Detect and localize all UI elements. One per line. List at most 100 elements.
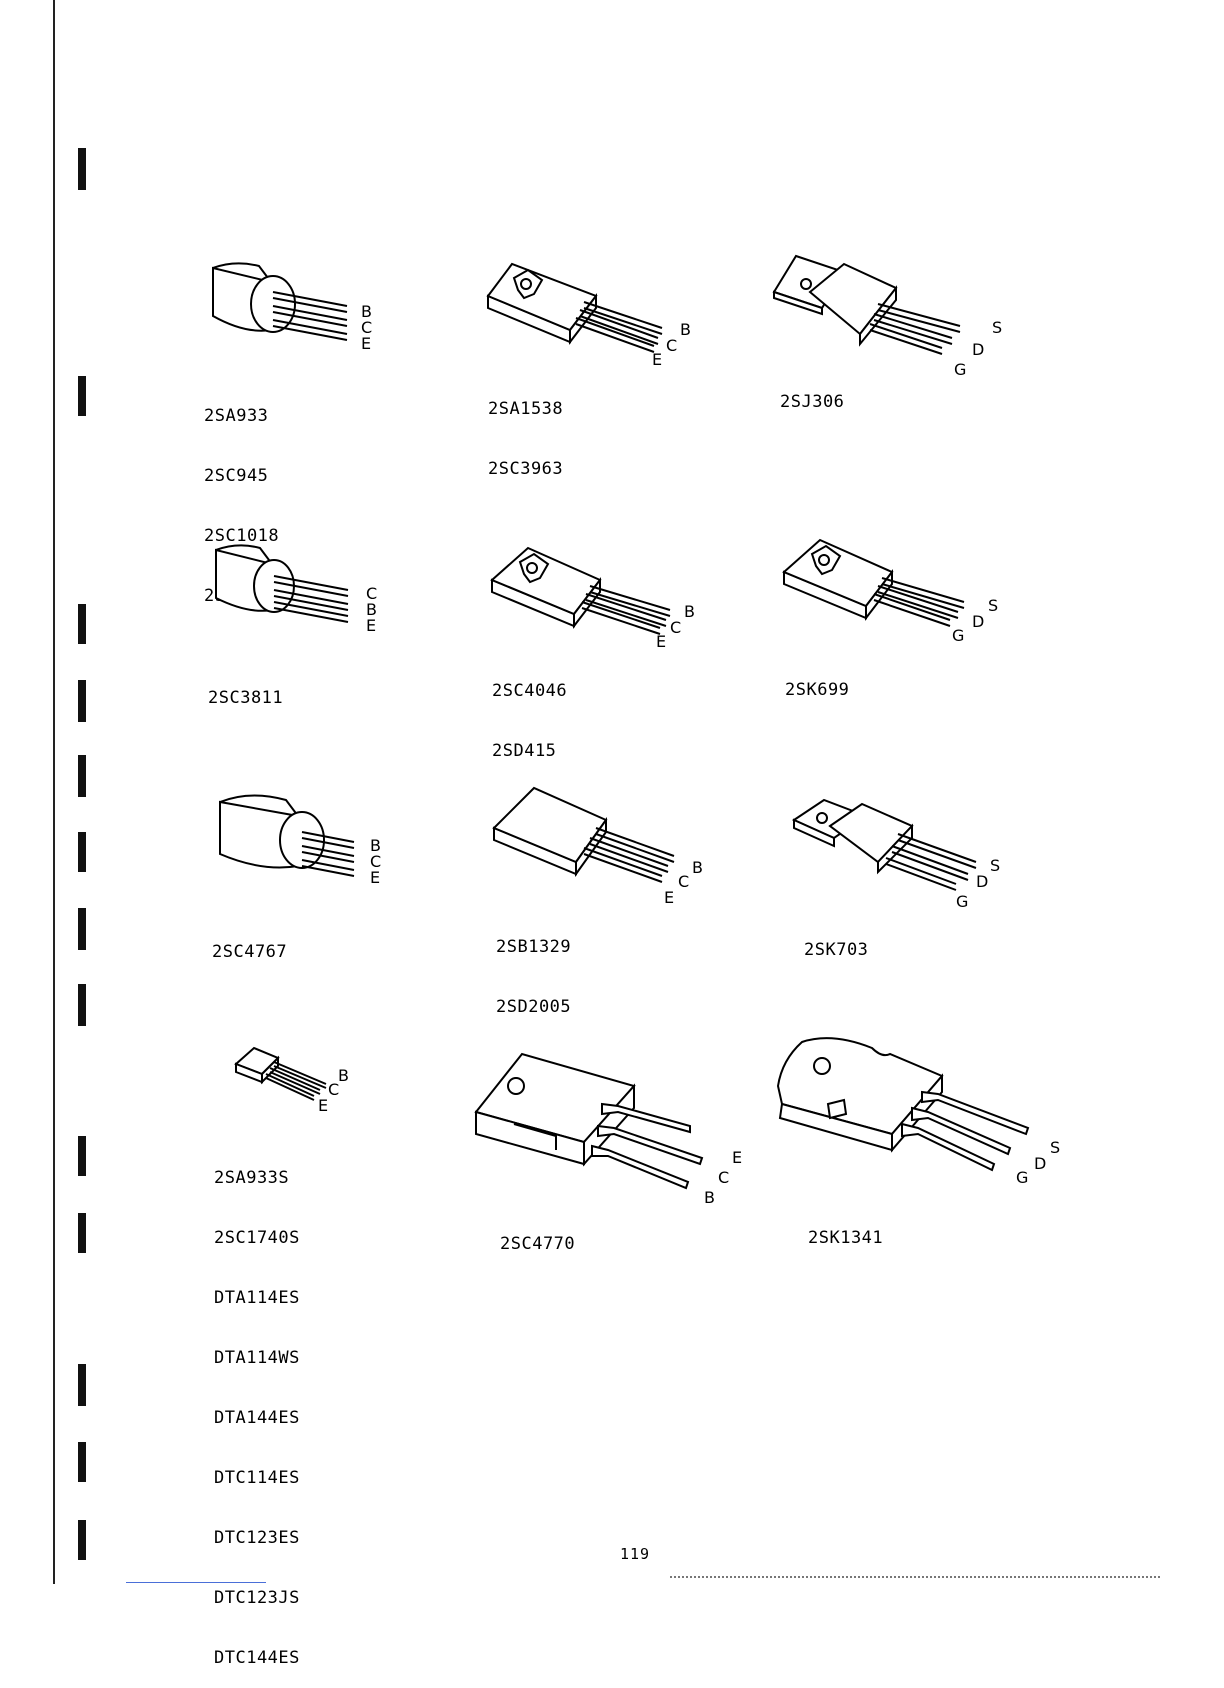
part-number-list: 2SA1538 2SC3963 xyxy=(488,359,563,499)
pin-label: D xyxy=(972,612,985,631)
pin-label: E xyxy=(366,616,377,635)
pin-label: G xyxy=(1016,1168,1029,1187)
to92-drawing xyxy=(210,540,400,640)
part-number-list: 2SJ306 xyxy=(780,352,844,432)
pin-label: B xyxy=(370,836,381,855)
part-number: DTC123JS xyxy=(214,1588,300,1608)
pin-label: E xyxy=(370,868,381,887)
binding-mark xyxy=(78,1213,86,1253)
pin-label: E xyxy=(361,334,372,353)
part-number: 2SD415 xyxy=(492,741,557,761)
pin-label: G xyxy=(952,626,965,645)
pin-label: B xyxy=(692,858,703,877)
part-number: DTC144ES xyxy=(214,1648,300,1668)
pin-label: E xyxy=(664,888,675,907)
pin-label: C xyxy=(678,872,690,891)
pin-label: D xyxy=(1034,1154,1047,1173)
part-number: DTA144ES xyxy=(214,1408,300,1428)
pin-label: B xyxy=(366,600,377,619)
binding-mark xyxy=(78,832,86,872)
to126-drawing xyxy=(490,784,710,908)
pin-label: C xyxy=(666,336,678,355)
transistor-package-to126: B C E xyxy=(484,246,704,370)
binding-edge xyxy=(53,0,55,1584)
to126-drawing xyxy=(780,524,1010,648)
part-number: 2SK699 xyxy=(785,680,850,700)
pin-label: B xyxy=(680,320,691,339)
transistor-package-to220: S D G xyxy=(790,792,1020,922)
transistor-package-to126: S D G xyxy=(780,524,1010,648)
part-number: 2SB1329 xyxy=(496,937,572,957)
transistor-package-to3p: E C B xyxy=(472,1046,762,1206)
pin-label: E xyxy=(732,1148,743,1167)
part-number: 2SA933S xyxy=(214,1168,290,1188)
small-package-drawing xyxy=(234,1040,364,1116)
footer-link-underline xyxy=(126,1582,266,1583)
part-number: 2SK703 xyxy=(804,940,869,960)
pin-label: D xyxy=(976,872,989,891)
part-number-list: 2SK703 xyxy=(804,900,868,980)
pin-label: G xyxy=(954,360,967,379)
pin-label: B xyxy=(684,602,695,621)
binding-mark xyxy=(78,1136,86,1176)
part-number-list: 2SA933S 2SC1740S DTA114ES DTA114WS DTA14… xyxy=(214,1128,300,1688)
part-number: 2SC4046 xyxy=(492,681,568,701)
part-number: DTA114ES xyxy=(214,1288,300,1308)
part-number-list: 2SK1341 xyxy=(808,1188,883,1268)
pin-label: S xyxy=(992,318,1003,337)
transistor-package-to3p: S D G xyxy=(772,1030,1072,1190)
part-number: 2SC945 xyxy=(204,466,269,486)
pin-label: G xyxy=(956,892,969,911)
transistor-package-to126: B C E xyxy=(490,784,710,908)
pin-label: B xyxy=(704,1188,715,1207)
part-number: 2SJ306 xyxy=(780,392,845,412)
transistor-package-to92l: B C E xyxy=(214,788,404,888)
binding-mark xyxy=(78,604,86,644)
pin-label: E xyxy=(656,632,667,651)
binding-mark xyxy=(78,908,86,950)
pin-label: C xyxy=(670,618,682,637)
part-number-list: 2SC3811 xyxy=(208,648,283,728)
part-number: DTC114ES xyxy=(214,1468,300,1488)
part-number: 2SK1341 xyxy=(808,1228,884,1248)
binding-mark xyxy=(78,376,86,416)
pin-label: C xyxy=(370,852,382,871)
part-number-list: 2SC4046 2SD415 xyxy=(492,641,567,781)
to126-drawing xyxy=(488,528,708,652)
binding-mark xyxy=(78,1442,86,1482)
part-number: DTC123ES xyxy=(214,1528,300,1548)
transistor-package-to126: B C E xyxy=(488,528,708,652)
pin-label: S xyxy=(1050,1138,1061,1157)
pin-label: C xyxy=(366,584,378,603)
part-number: 2SC4767 xyxy=(212,942,288,962)
pin-label: E xyxy=(318,1096,329,1115)
transistor-package-small: B C E xyxy=(234,1040,364,1116)
part-number: 2SC1740S xyxy=(214,1228,300,1248)
part-number: 2SD2005 xyxy=(496,997,572,1017)
pin-label: C xyxy=(718,1168,730,1187)
transistor-package-to92: C B E xyxy=(210,540,400,640)
to220f-drawing xyxy=(770,242,1020,382)
part-number: 2SC4770 xyxy=(500,1234,576,1254)
part-number: DTA114WS xyxy=(214,1348,300,1368)
pin-label: S xyxy=(988,596,999,615)
binding-mark xyxy=(78,755,86,797)
scan-noise xyxy=(670,1576,1160,1581)
to220-drawing xyxy=(790,792,1020,922)
binding-mark xyxy=(78,1520,86,1560)
part-number-list: 2SK699 xyxy=(785,640,849,720)
part-number-list: 2SB1329 2SD2005 xyxy=(496,897,571,1037)
part-number: 2SC1018 xyxy=(204,526,280,546)
transistor-package-to92: B C E xyxy=(205,258,395,358)
to92-drawing xyxy=(205,258,395,358)
pin-label: C xyxy=(361,318,373,337)
part-number: 2SA1538 xyxy=(488,399,564,419)
transistor-package-to220f: S D G xyxy=(770,242,1020,382)
pin-label: B xyxy=(361,302,372,321)
to92l-drawing xyxy=(214,788,404,888)
part-number: 2SA933 xyxy=(204,406,269,426)
to3p-drawing xyxy=(472,1046,762,1206)
part-number-list: 2SC4770 xyxy=(500,1194,575,1274)
pin-label: S xyxy=(990,856,1001,875)
part-number-list: 2SC4767 xyxy=(212,902,287,982)
